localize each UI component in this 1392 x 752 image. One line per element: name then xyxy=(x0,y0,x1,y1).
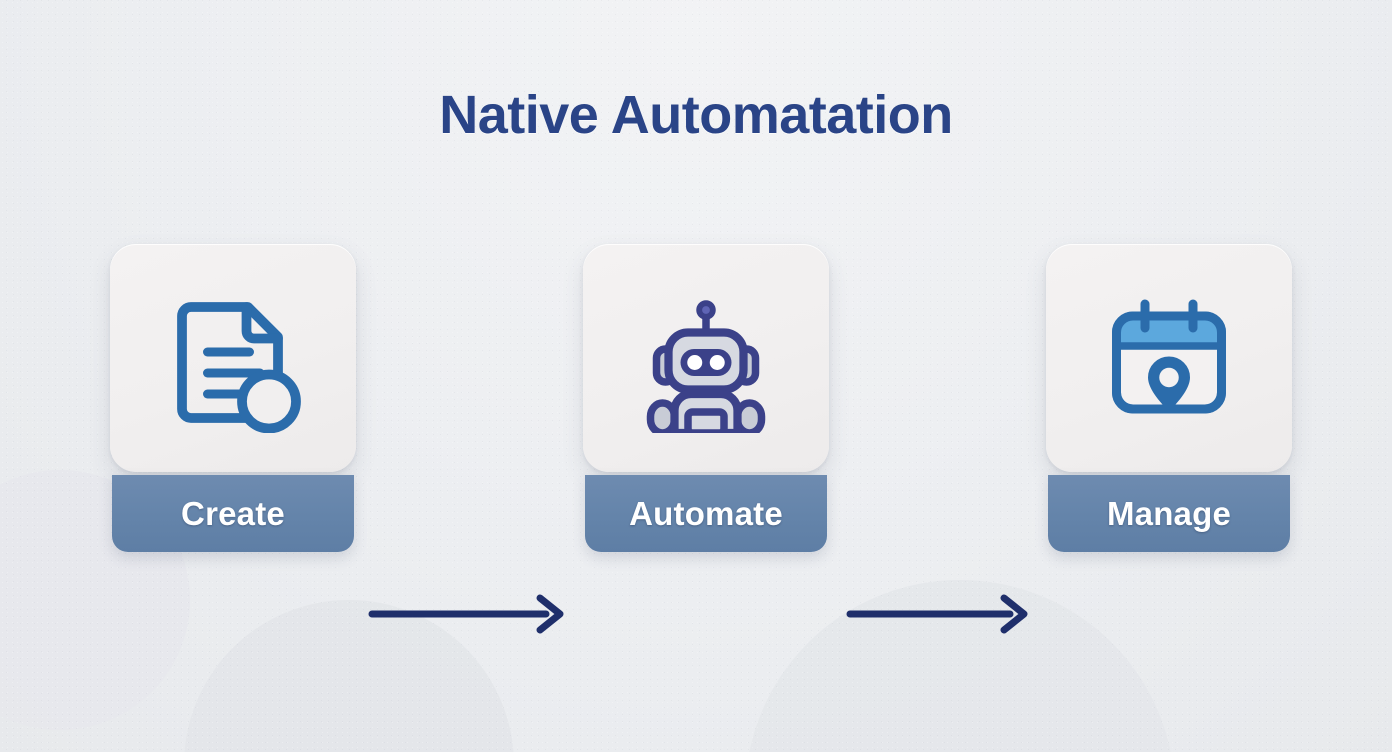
step-label-text: Automate xyxy=(629,494,783,532)
page-title: Native Automatation xyxy=(439,85,953,145)
step-label-bar-manage[interactable]: Manage xyxy=(1048,475,1290,552)
step-label-text: Manage xyxy=(1106,494,1232,532)
step-icon-card[interactable] xyxy=(110,244,356,472)
flow-step-manage[interactable]: Manage xyxy=(1046,244,1292,552)
arrow-create-to-automate xyxy=(368,592,568,636)
arrow-automate-to-manage xyxy=(846,592,1032,636)
step-label-bar-automate[interactable]: Automate xyxy=(585,475,827,552)
robot-icon xyxy=(646,300,766,433)
step-icon-card[interactable] xyxy=(1046,244,1292,472)
step-label-text: Create xyxy=(181,494,285,532)
document-search-icon xyxy=(177,302,301,433)
arrow-right-icon xyxy=(368,594,564,634)
calendar-pin-icon xyxy=(1112,299,1226,414)
flow-step-create[interactable]: Create xyxy=(110,244,356,552)
step-icon-card[interactable] xyxy=(583,244,829,472)
step-label-bar-create[interactable]: Create xyxy=(112,475,354,552)
arrow-right-icon xyxy=(846,594,1028,634)
flow-step-automate[interactable]: Automate xyxy=(583,244,829,552)
process-flow-diagram: Create xyxy=(0,244,1392,634)
